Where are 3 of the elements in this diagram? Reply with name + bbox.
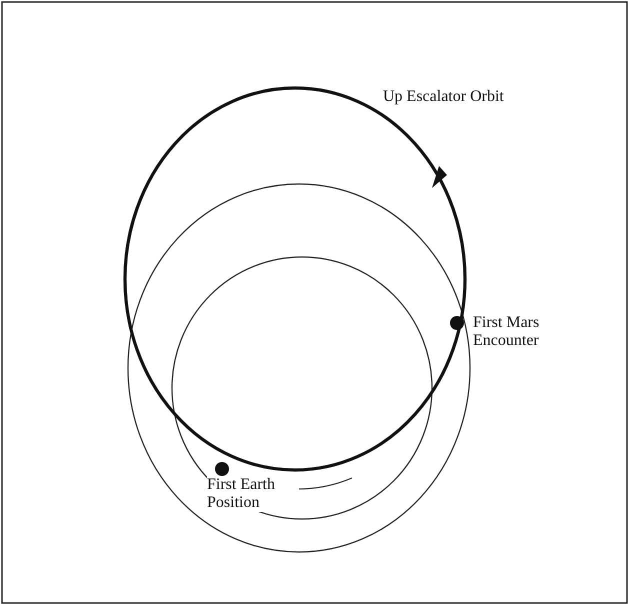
position-label: First Earth Position — [207, 476, 299, 512]
encounter-label: First Mars Encounter — [473, 314, 540, 350]
orbit-label: Up Escalator Orbit — [383, 88, 505, 106]
